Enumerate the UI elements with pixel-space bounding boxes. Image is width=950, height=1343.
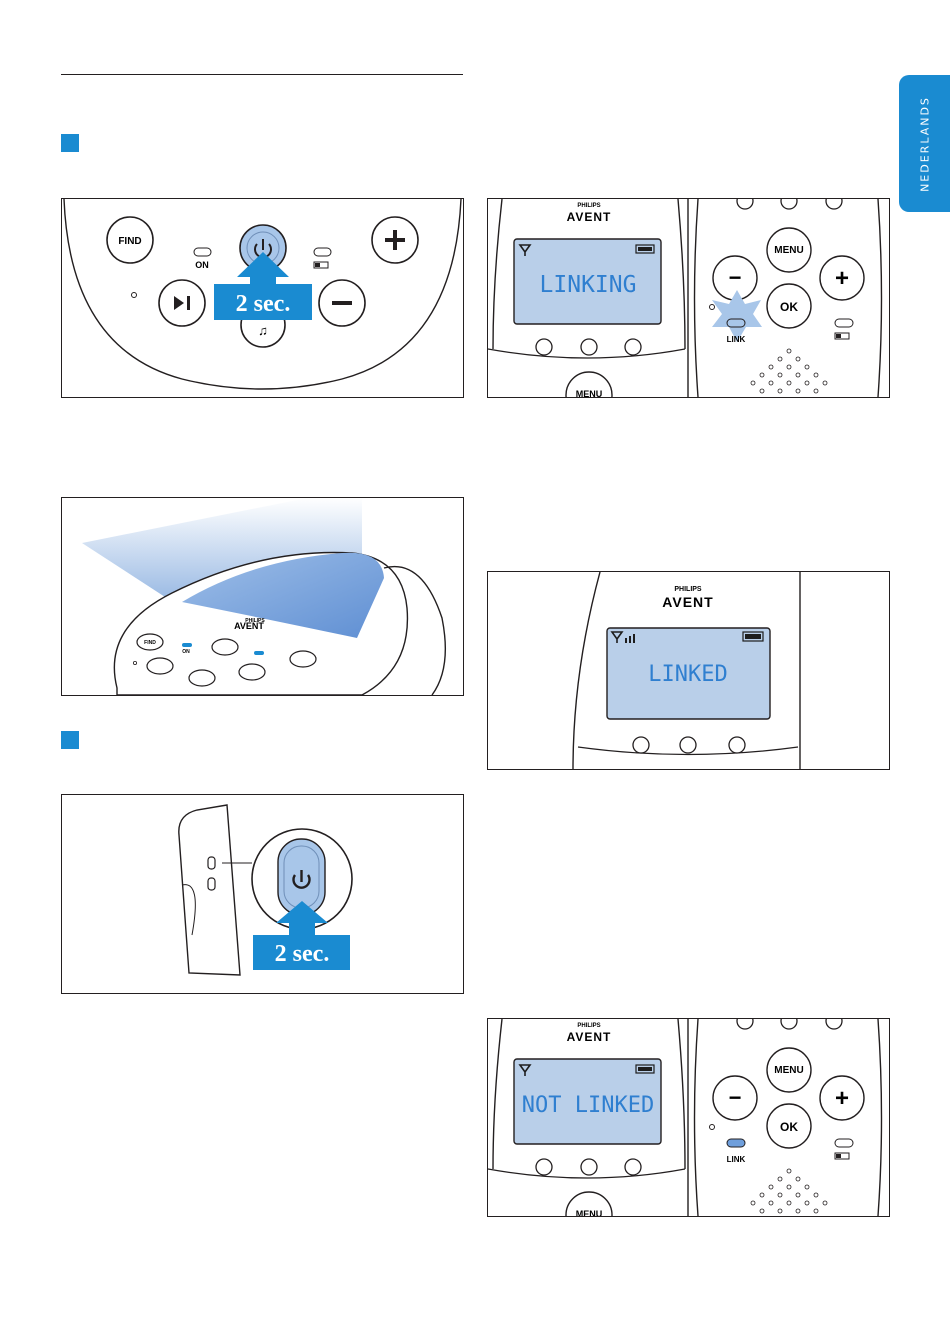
figure-not-linked: PHILIPS AVENT NOT LINKED MENU MENU − + O… [487, 1018, 890, 1217]
on-led [194, 248, 211, 256]
logo-label: AVENT [662, 594, 713, 610]
timer-label: 2 sec. [275, 941, 330, 967]
menu-label: MENU [774, 1065, 803, 1076]
ok-label: OK [780, 1120, 798, 1134]
timer-label: 2 sec. [236, 291, 291, 317]
link-label: LINK [727, 335, 746, 344]
brand-label: PHILIPS [674, 586, 702, 593]
figure-parent-unit-power: FIND ON ♫ 2 sec. [61, 198, 464, 398]
lcd-text: LINKED [648, 662, 727, 687]
figure-linking: PHILIPS AVENT LINKING MENU MENU − + OK L… [487, 198, 890, 398]
plus-label: + [835, 265, 849, 292]
logo-label: AVENT [234, 621, 264, 631]
menu-label-lower: MENU [576, 389, 603, 397]
step-marker-2 [61, 731, 79, 749]
menu-label-lower: MENU [576, 1209, 603, 1216]
logo-label: AVENT [567, 210, 612, 224]
header-rule [61, 74, 463, 75]
step-marker-1 [61, 134, 79, 152]
svg-text:♫: ♫ [258, 323, 268, 338]
find-label: FIND [118, 236, 141, 247]
brand-label: PHILIPS [577, 1023, 600, 1029]
ok-label: OK [780, 300, 798, 314]
figure-night-light: PHILIPS AVENT FIND ON [61, 497, 464, 696]
speaker-grille [751, 349, 827, 393]
on-label: ON [195, 260, 209, 270]
find-label: FIND [144, 640, 156, 646]
brand-label: PHILIPS [577, 203, 600, 209]
link-led [727, 1139, 745, 1147]
link-led [727, 319, 745, 327]
minus-label: − [729, 265, 742, 290]
language-tab: NEDERLANDS [899, 75, 950, 212]
speaker-grille [751, 1169, 827, 1213]
plus-label: + [835, 1085, 849, 1112]
link-label: LINK [727, 1155, 746, 1164]
figure-baby-unit-power: 2 sec. [61, 794, 464, 994]
logo-label: AVENT [567, 1030, 612, 1044]
minus-label: − [729, 1085, 742, 1110]
on-label: ON [182, 649, 190, 655]
lcd-text: LINKING [540, 272, 637, 298]
microphone-dot [132, 293, 137, 298]
menu-label: MENU [774, 245, 803, 256]
battery-led [314, 248, 331, 256]
lcd-text: NOT LINKED [522, 1093, 654, 1118]
language-tab-label: NEDERLANDS [918, 96, 931, 192]
figure-linked: PHILIPS AVENT LINKED [487, 571, 890, 770]
